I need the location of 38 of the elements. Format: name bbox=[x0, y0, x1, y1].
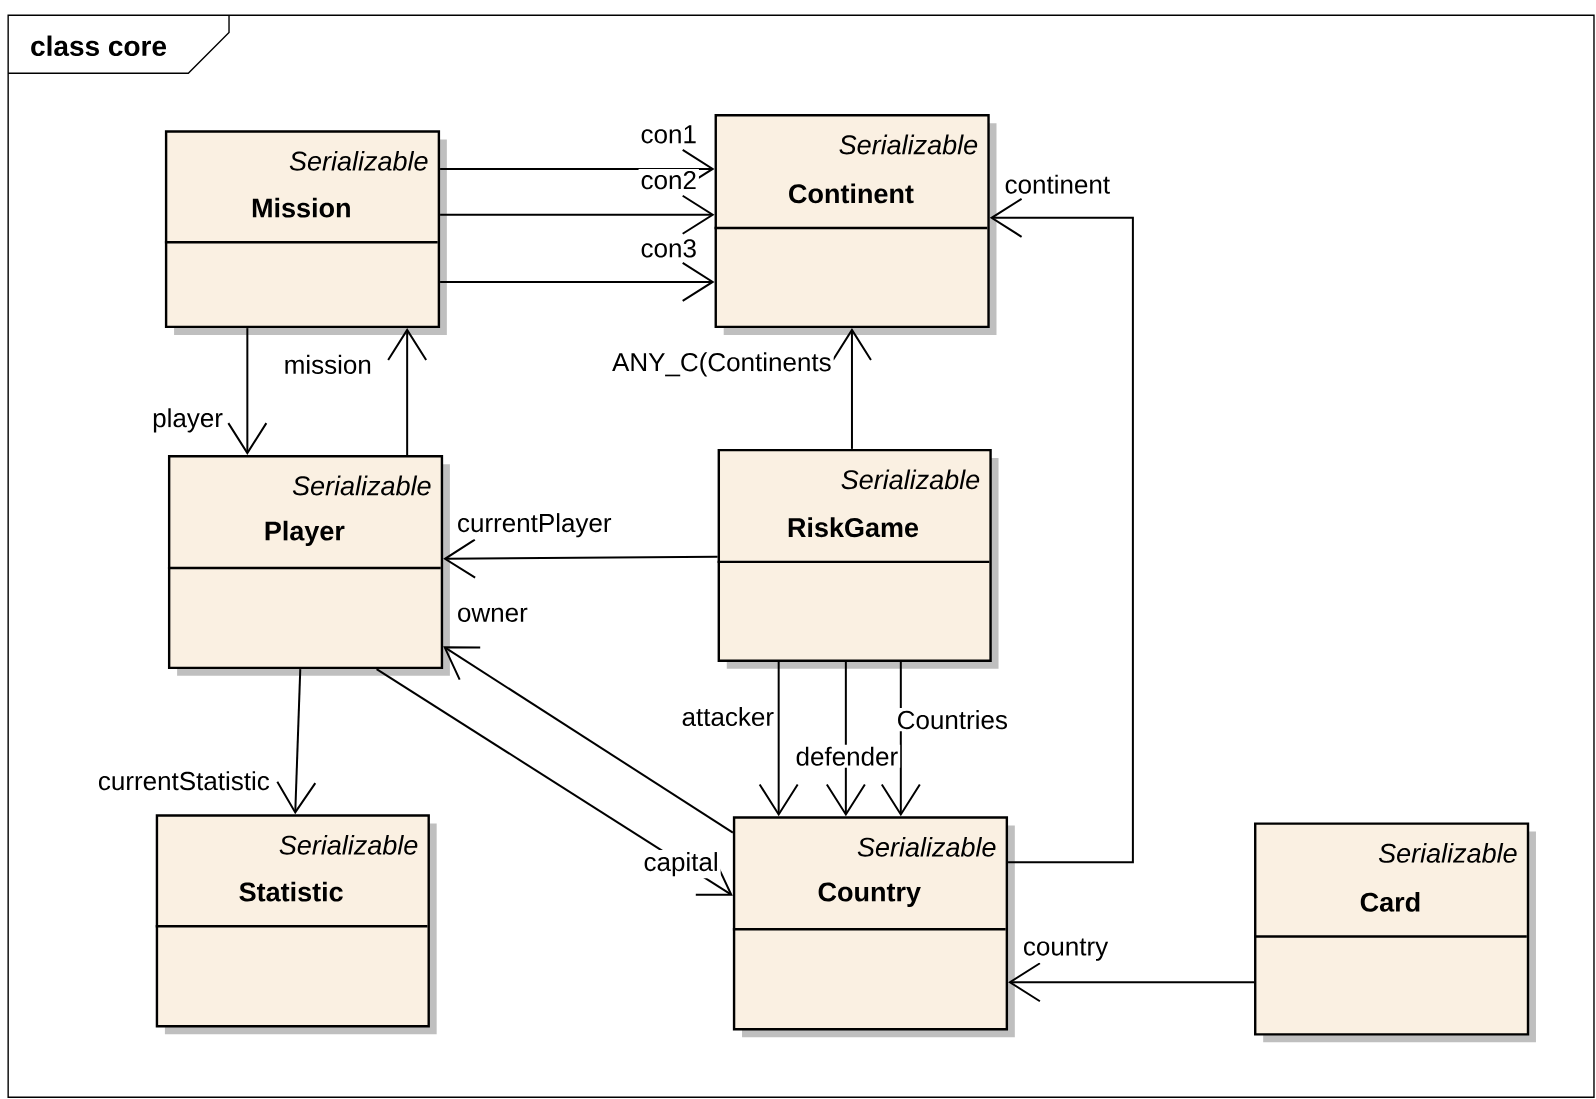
association-arrow bbox=[880, 660, 921, 817]
frame-tab: class core bbox=[7, 14, 230, 74]
association-arrow bbox=[758, 660, 799, 817]
edge-label: ANY_C(Continents bbox=[610, 350, 834, 379]
association-arrow bbox=[989, 197, 1134, 863]
edge-label: currentStatistic bbox=[95, 769, 272, 793]
edge-label: country bbox=[1020, 936, 1111, 963]
class-box: Serializable Statistic bbox=[155, 814, 437, 1034]
edge-label: defender bbox=[793, 744, 901, 768]
class-box: Serializable Player bbox=[167, 454, 450, 676]
class-box: Serializable Continent bbox=[714, 113, 997, 335]
edge-label: currentPlayer bbox=[455, 510, 614, 540]
edge-label: con2 bbox=[638, 168, 699, 192]
edge-label: con3 bbox=[638, 237, 699, 260]
association-arrow bbox=[1008, 962, 1255, 1003]
association-arrow bbox=[831, 327, 872, 450]
association-arrow bbox=[276, 667, 317, 815]
edge-label: continent bbox=[1002, 172, 1113, 196]
association-arrow bbox=[387, 328, 428, 456]
association-arrow bbox=[825, 660, 866, 817]
class-box: Serializable RiskGame bbox=[717, 448, 999, 669]
association-arrow bbox=[439, 194, 715, 235]
class-box: Serializable Country bbox=[732, 816, 1015, 1038]
edge-label: con1 bbox=[638, 123, 699, 146]
association-arrow bbox=[443, 538, 719, 579]
association-arrow bbox=[227, 327, 268, 455]
edge-label: mission bbox=[281, 352, 374, 376]
edge-label: owner bbox=[455, 605, 530, 624]
edge-label: player bbox=[150, 406, 225, 435]
diagram-frame bbox=[7, 14, 1595, 1098]
edge-label: attacker bbox=[679, 704, 776, 728]
edge-label: capital bbox=[641, 849, 721, 879]
edge-label: Countries bbox=[894, 707, 1010, 732]
class-box: Serializable Card bbox=[1254, 822, 1536, 1043]
association-arrow bbox=[439, 261, 715, 302]
class-box: Serializable Mission bbox=[164, 130, 447, 335]
association-arrow bbox=[375, 667, 733, 896]
association-arrow bbox=[443, 646, 734, 834]
